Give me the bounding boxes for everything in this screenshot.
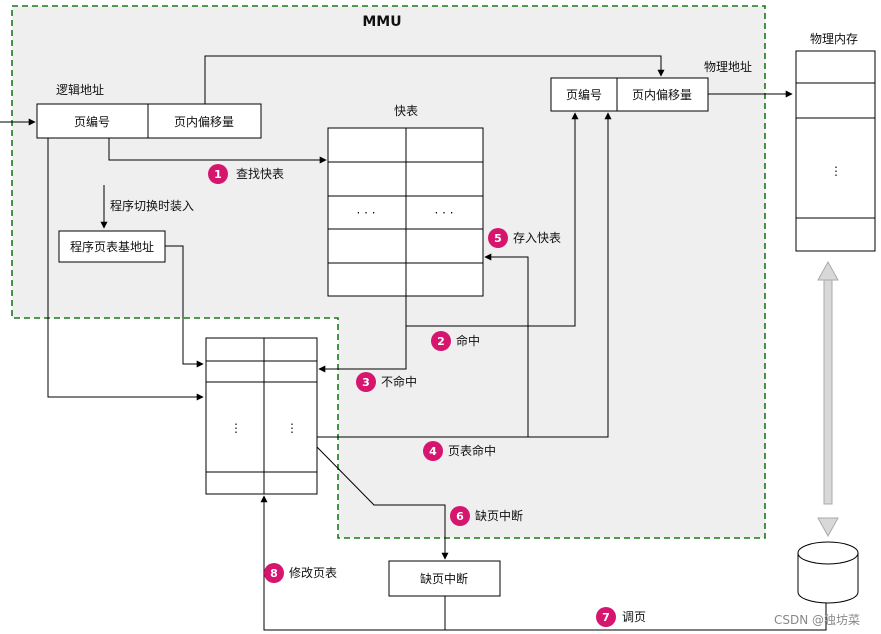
memory-disk-double-arrow xyxy=(817,260,839,538)
step-label-2: 命中 xyxy=(456,333,480,348)
svg-text:1: 1 xyxy=(214,168,222,181)
pagetable-hit-arrow xyxy=(317,112,612,438)
physical-address-register xyxy=(550,77,709,112)
mmu-title: MMU xyxy=(362,14,401,30)
step-label-8: 修改页表 xyxy=(289,565,337,580)
svg-text:6: 6 xyxy=(456,510,464,523)
offset-passthrough-arrow xyxy=(204,55,665,104)
physical-page-number: 页编号 xyxy=(566,87,602,102)
tlb-ellipsis-right: · · · xyxy=(434,206,453,220)
step-label-5: 存入快表 xyxy=(513,231,561,245)
step-label-4: 页表命中 xyxy=(448,443,496,458)
page-in-line xyxy=(444,586,827,631)
watermark: CSDN @独坊菜 xyxy=(774,612,860,627)
page-fault-arrow xyxy=(316,446,449,560)
lookup-tlb-arrow xyxy=(108,138,327,164)
load-base-label: 程序切换时装入 xyxy=(110,198,194,213)
tlb-ellipsis-left: · · · xyxy=(356,206,375,220)
physical-memory xyxy=(795,50,876,252)
page-fault-box-label: 缺页中断 xyxy=(420,571,468,586)
logical-address-label: 逻辑地址 xyxy=(56,83,104,97)
page-table-ellipsis-left: ⋮ xyxy=(230,421,242,435)
step-badge-6: 6 xyxy=(450,506,470,526)
page-table-ellipsis-right: ⋮ xyxy=(286,421,298,435)
step-badge-5: 5 xyxy=(488,228,508,248)
tlb-hit-arrow xyxy=(405,112,579,327)
logical-offset: 页内偏移量 xyxy=(174,114,234,129)
svg-text:5: 5 xyxy=(494,232,502,245)
physical-offset: 页内偏移量 xyxy=(632,87,692,102)
physical-address-label: 物理地址 xyxy=(704,60,752,74)
page-table xyxy=(205,337,318,495)
physical-memory-label: 物理内存 xyxy=(810,32,858,46)
page-fault-box xyxy=(388,560,501,597)
svg-text:8: 8 xyxy=(270,567,278,580)
store-tlb-arrow xyxy=(484,253,529,437)
step-badge-1: 1 xyxy=(208,164,228,184)
step-badge-4: 4 xyxy=(423,441,443,461)
svg-text:4: 4 xyxy=(429,445,437,458)
tlb-miss-arrow xyxy=(318,326,407,373)
physical-memory-ellipsis: ⋮ xyxy=(830,164,842,178)
step-label-1: 查找快表 xyxy=(236,167,284,181)
step-badge-2: 2 xyxy=(431,331,451,351)
modify-pagetable-arrow xyxy=(260,495,445,631)
logical-page-number: 页编号 xyxy=(74,114,110,129)
svg-text:7: 7 xyxy=(602,611,610,624)
step-label-6: 缺页中断 xyxy=(475,508,523,523)
step-badge-7: 7 xyxy=(596,607,616,627)
tlb-table xyxy=(327,127,484,297)
page-table-base-label: 程序页表基地址 xyxy=(70,239,154,254)
step-badge-8: 8 xyxy=(264,563,284,583)
disk-icon xyxy=(797,541,859,604)
step-badge-3: 3 xyxy=(356,372,376,392)
svg-text:2: 2 xyxy=(437,335,445,348)
base-to-pagetable-arrow xyxy=(165,245,204,368)
tlb-label: 快表 xyxy=(394,104,418,118)
step-label-7: 调页 xyxy=(622,610,646,624)
svg-text:3: 3 xyxy=(362,376,370,389)
logical-address-register xyxy=(36,103,262,139)
pagenum-to-pagetable-arrow xyxy=(47,138,204,401)
step-label-3: 不命中 xyxy=(381,374,417,389)
